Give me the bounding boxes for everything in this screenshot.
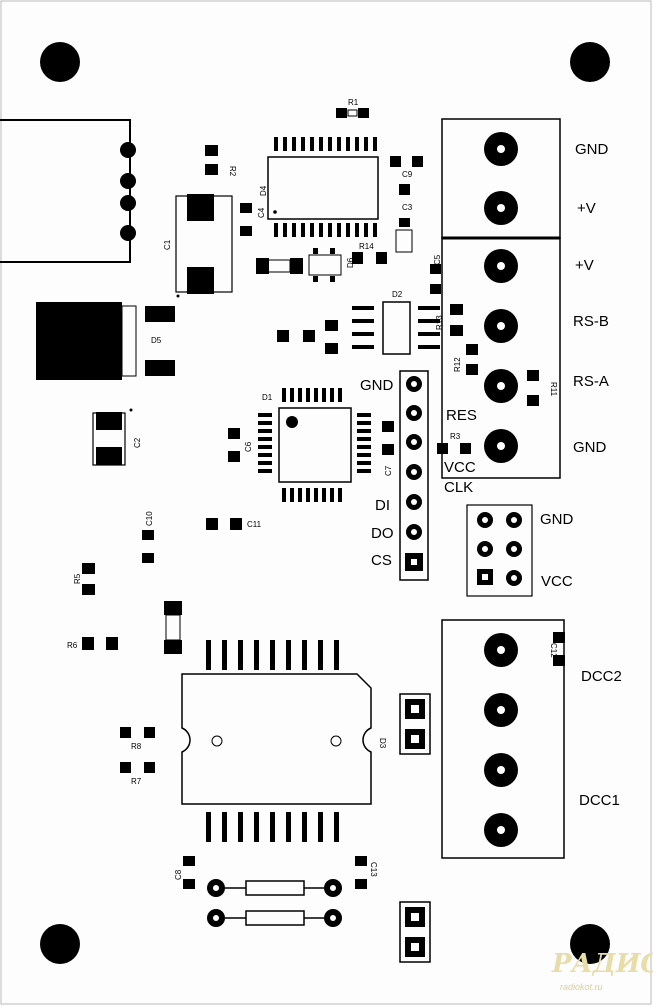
rs485-v-label: +V bbox=[575, 257, 594, 274]
c1-label: C1 bbox=[163, 239, 172, 250]
d1-microcontroller: D1 bbox=[258, 388, 371, 502]
dcc1-label: DCC1 bbox=[579, 792, 620, 809]
r14-label: R14 bbox=[359, 242, 374, 251]
d4-chip: D4 bbox=[259, 137, 379, 237]
rs485-a-label: RS-A bbox=[573, 373, 609, 390]
r1-label: R1 bbox=[348, 98, 359, 107]
c4-label: C4 bbox=[257, 207, 266, 218]
c6-label: C6 bbox=[244, 441, 253, 452]
r7-label: R7 bbox=[131, 777, 142, 786]
c9-capacitor: C9 bbox=[390, 156, 423, 179]
r3-label: R3 bbox=[450, 432, 461, 441]
c5-label: C5 bbox=[433, 254, 442, 265]
d5-component: D5 bbox=[36, 302, 175, 380]
dcc2-label: DCC2 bbox=[581, 668, 622, 685]
d6-diode: D6 bbox=[256, 248, 355, 282]
header-2x3: GND VCC bbox=[466, 504, 574, 597]
c3-label: C3 bbox=[402, 203, 413, 212]
c2-label: C2 bbox=[133, 437, 142, 448]
r5-resistor: R5 bbox=[73, 563, 95, 595]
isp-gnd-label: GND bbox=[360, 377, 394, 394]
r1-resistor: R1 bbox=[336, 98, 369, 118]
c13-label: C13 bbox=[369, 862, 378, 877]
power-v-label: +V bbox=[577, 200, 596, 217]
r7-resistor: R7 bbox=[120, 762, 155, 786]
c6-capacitor: C6 bbox=[228, 428, 253, 462]
c8-capacitor: C8 bbox=[174, 856, 195, 889]
smd-component bbox=[164, 601, 182, 654]
power-gnd-label: GND bbox=[575, 141, 609, 158]
r6-label: R6 bbox=[67, 641, 78, 650]
isp-res-label: RES bbox=[446, 407, 477, 424]
isp-vcc-label: VCC bbox=[444, 459, 476, 476]
r5-label: R5 bbox=[73, 573, 82, 584]
d2-chip: D2 bbox=[352, 290, 440, 355]
r8-label: R8 bbox=[131, 742, 142, 751]
r8-resistor: R8 bbox=[120, 727, 155, 751]
rs485-gnd-label: GND bbox=[573, 439, 607, 456]
r12-resistor: R12 bbox=[453, 344, 478, 375]
c7-capacitor: C7 bbox=[382, 421, 394, 476]
r2-label: R2 bbox=[228, 166, 237, 177]
c10-capacitor: C10 bbox=[142, 511, 154, 563]
r13-resistor: R13 bbox=[435, 304, 463, 336]
through-hole-resistors bbox=[207, 879, 342, 927]
isp-header: GND RES VCC CLK DI DO CS bbox=[360, 370, 477, 581]
c8-label: C8 bbox=[174, 869, 183, 880]
c12-label: C12 bbox=[549, 643, 558, 658]
d4-label: D4 bbox=[259, 185, 268, 196]
c11-label: C11 bbox=[247, 520, 262, 529]
c3-capacitor: C3 bbox=[395, 184, 413, 253]
c5-capacitor: C5 bbox=[430, 254, 442, 294]
c11-capacitor: C11 bbox=[206, 518, 262, 530]
c13-capacitor: C13 bbox=[355, 856, 378, 889]
jumper-2pin-upper bbox=[399, 693, 431, 755]
mounting-holes bbox=[40, 42, 610, 964]
d5-label: D5 bbox=[151, 336, 162, 345]
power-terminal-block: GND +V bbox=[441, 118, 609, 239]
watermark-logo: РАДИОКОТ radiokot.ru bbox=[551, 949, 653, 992]
c4-capacitor: C4 bbox=[240, 203, 266, 236]
r14-resistor: R14 bbox=[352, 242, 387, 264]
c10-label: C10 bbox=[145, 511, 154, 526]
dcc-terminal-block: DCC2 DCC1 bbox=[441, 619, 622, 859]
rs485-b-label: RS-B bbox=[573, 313, 609, 330]
isp-cs-label: CS bbox=[371, 552, 392, 569]
watermark-logo-text: РАДИОКОТ bbox=[551, 949, 653, 979]
d2-capacitor-pair bbox=[277, 320, 338, 354]
d3-label: D3 bbox=[378, 738, 387, 749]
header-vcc-label: VCC bbox=[541, 573, 573, 590]
r11-label: R11 bbox=[549, 382, 558, 397]
isp-di-label: DI bbox=[375, 497, 390, 514]
r6-resistor: R6 bbox=[67, 637, 118, 650]
c2-capacitor: C2 bbox=[92, 408, 142, 466]
r12-label: R12 bbox=[453, 357, 462, 372]
c12-capacitor: C12 bbox=[549, 632, 565, 666]
r13-label: R13 bbox=[435, 315, 444, 330]
c1-capacitor: C1 bbox=[163, 194, 233, 298]
watermark-url: radiokot.ru bbox=[560, 982, 603, 992]
left-edge-connector bbox=[0, 119, 136, 263]
r2-resistor: R2 bbox=[205, 145, 237, 177]
c9-label: C9 bbox=[402, 170, 413, 179]
rs485-terminal-block: +V RS-B RS-A GND bbox=[441, 236, 609, 479]
d2-label: D2 bbox=[392, 290, 403, 299]
r11-resistor: R11 bbox=[527, 370, 558, 406]
isp-clk-label: CLK bbox=[444, 479, 473, 496]
c7-label: C7 bbox=[384, 465, 393, 476]
d6-label: D6 bbox=[346, 257, 355, 268]
d1-label: D1 bbox=[262, 393, 273, 402]
jumper-2pin-lower bbox=[399, 901, 431, 963]
d3-chip: D3 bbox=[181, 640, 387, 842]
isp-do-label: DO bbox=[371, 525, 394, 542]
header-gnd-label: GND bbox=[540, 511, 574, 528]
